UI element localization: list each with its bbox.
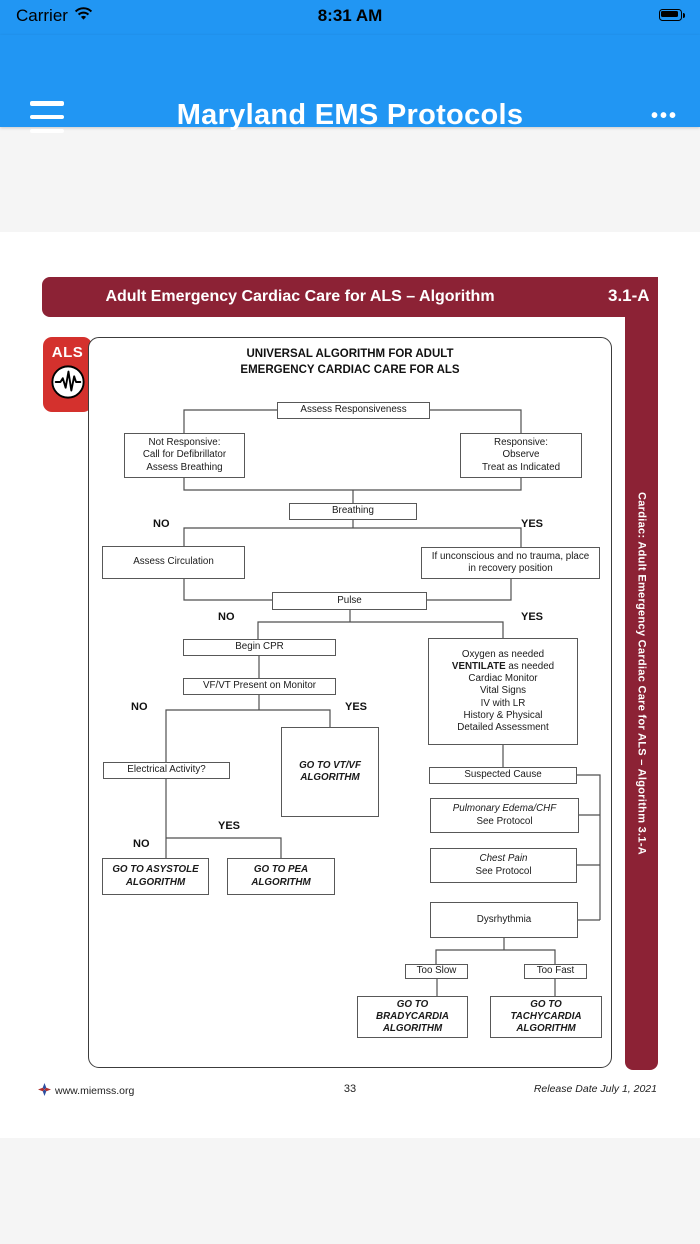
flow-node-breathing: Breathing	[289, 503, 417, 520]
als-badge-label: ALS	[51, 344, 84, 361]
flowchart-title: UNIVERSAL ALGORITHM FOR ADULT EMERGENCY …	[240, 348, 460, 377]
decision-label-no: NO	[133, 838, 150, 850]
decision-label-yes: YES	[345, 701, 368, 713]
page-number: 33	[343, 1083, 357, 1095]
app-title: Maryland EMS Protocols	[176, 99, 524, 131]
protocol-side-tab: Cardiac: Adult Emergency Cardiac Care fo…	[625, 277, 658, 1070]
clock: 8:31 AM	[317, 6, 383, 25]
decision-label-yes: YES	[521, 518, 544, 530]
flow-node-vfvt-monitor: VF/VT Present on Monitor	[183, 678, 336, 695]
menu-icon[interactable]	[30, 101, 64, 133]
protocol-title: Adult Emergency Cardiac Care for ALS – A…	[105, 288, 495, 305]
page-footer: www.miemss.org 33 Release Date July 1, 2…	[0, 1081, 700, 1101]
miemss-logo-icon	[38, 1083, 51, 1099]
website-link[interactable]: www.miemss.org	[55, 1085, 135, 1097]
battery-icon	[659, 9, 686, 22]
flow-node-electrical-activity: Electrical Activity?	[103, 762, 230, 779]
flow-node-dysrhythmia: Dysrhythmia	[430, 902, 578, 938]
decision-label-yes: YES	[218, 820, 241, 832]
flow-node-too-fast: Too Fast	[524, 964, 587, 979]
decision-label-no: NO	[131, 701, 148, 713]
flow-node-too-slow: Too Slow	[405, 964, 468, 979]
wifi-icon	[74, 6, 93, 26]
ecg-icon	[43, 364, 92, 405]
protocol-banner: Adult Emergency Cardiac Care for ALS – A…	[42, 277, 658, 317]
protocol-code: 3.1-A	[608, 286, 650, 305]
flow-node-assess-circulation: Assess Circulation	[102, 546, 245, 579]
flow-node-begin-cpr: Begin CPR	[183, 639, 336, 656]
document-page[interactable]: Cardiac: Adult Emergency Cardiac Care fo…	[0, 232, 700, 1138]
decision-label-no: NO	[218, 611, 235, 623]
decision-label-no: NO	[153, 518, 170, 530]
flow-node-pulse: Pulse	[272, 592, 427, 610]
release-date: Release Date July 1, 2021	[533, 1083, 657, 1095]
decision-label-yes: YES	[521, 611, 544, 623]
overflow-menu-icon[interactable]: •••	[650, 105, 678, 127]
status-bar: Carrier 8:31 AM	[0, 0, 700, 35]
nav-bar: Maryland EMS Protocols •••	[0, 35, 700, 133]
flow-node-assess-responsiveness: Assess Responsiveness	[277, 402, 430, 419]
side-tab-label: Cardiac: Adult Emergency Cardiac Care fo…	[635, 491, 648, 856]
carrier-label: Carrier	[16, 6, 68, 25]
als-badge: ALS	[43, 337, 92, 412]
flow-node-suspected-cause: Suspected Cause	[429, 767, 577, 784]
